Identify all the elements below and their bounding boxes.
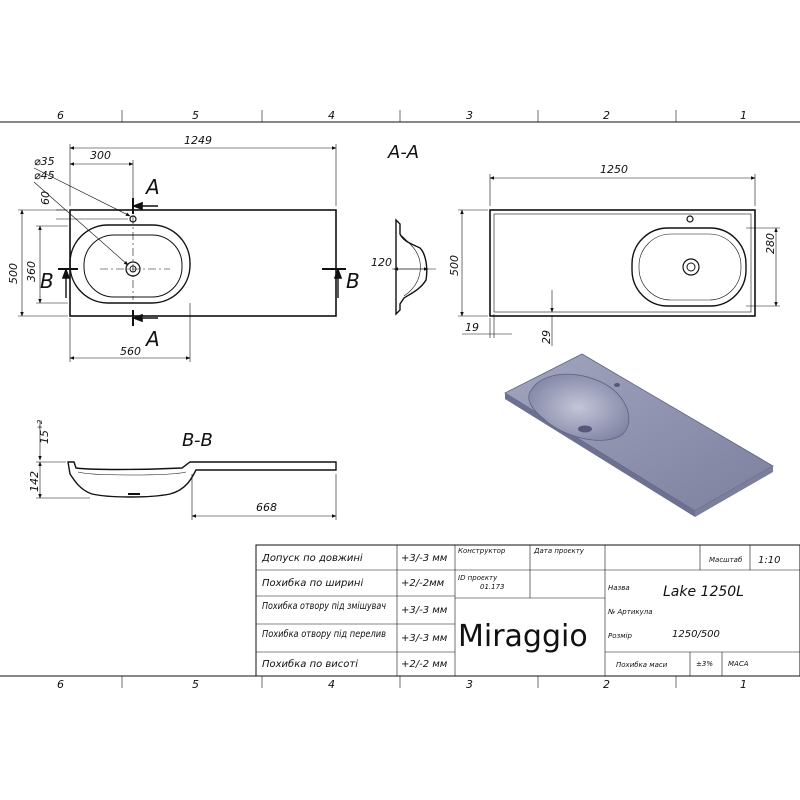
section-mark-b-right: B [346, 269, 360, 293]
dim-300: 300 [90, 149, 111, 162]
tolerance-label: Похибка отвору під змішувач [262, 600, 386, 612]
dim-60: 60 [39, 191, 52, 205]
section-mark-a-top: A [144, 175, 160, 199]
mass-error-value: ±3% [696, 660, 713, 668]
designer-label: Конструктор [458, 547, 506, 555]
bowl-outer [69, 224, 191, 304]
tap-hole-icon [686, 215, 694, 223]
mass-error-label: Похибка маси [616, 661, 668, 669]
brand-logo: Miraggio [458, 619, 588, 654]
drawing-frame [0, 110, 800, 688]
section-bb-profile [67, 461, 337, 498]
tolerance-label: Похибка по висоті [262, 658, 358, 670]
dim-diameter-35: ⌀35 [34, 155, 55, 168]
zone-label: 3 [466, 678, 473, 691]
bowl-inner-right [638, 233, 742, 301]
section-bb-title: B-B [182, 430, 213, 451]
product-name: Lake 1250L [663, 584, 744, 600]
dim-360: 360 [25, 261, 38, 282]
section-aa-profile [395, 218, 428, 316]
zone-label: 6 [57, 678, 64, 691]
size-label: Розмір [608, 632, 632, 640]
section-aa-title: A-A [387, 142, 419, 163]
title-block: Допуск по довжині +3/-3 мм Похибка по ши… [255, 544, 800, 677]
zone-label: 3 [466, 109, 473, 122]
tolerance-value: +3/-3 мм [401, 553, 448, 564]
tolerance-value: +2/-2 мм [401, 659, 448, 670]
dim-length: 1249 [184, 134, 212, 147]
dim-length-right: 1250 [600, 163, 628, 176]
zone-label: 4 [328, 109, 335, 122]
zone-label: 6 [57, 109, 64, 122]
zone-label: 5 [192, 678, 199, 691]
tolerance-value: +2/-2мм [401, 578, 445, 589]
dim-142: 142 [28, 471, 41, 492]
section-mark-a-bottom: A [144, 327, 160, 351]
zone-label: 4 [328, 678, 335, 691]
rim-inner [493, 213, 752, 313]
drain-inner-icon [686, 262, 696, 272]
zone-label: 2 [603, 109, 610, 122]
countertop-outline-right [489, 209, 756, 317]
section-bb: B-B 15+2 142 668 [28, 419, 337, 520]
mass-label: МАСА [728, 660, 749, 668]
drain-icon [682, 258, 700, 276]
sink-3d-render [504, 353, 774, 517]
zone-labels-top: 6 5 4 3 2 1 [57, 109, 747, 122]
dim-15: 15+2 [36, 419, 51, 444]
zone-labels-bottom: 6 5 4 3 2 1 [57, 678, 747, 691]
tolerance-label: Похибка отвору під перелив [262, 628, 386, 640]
zone-label: 5 [192, 109, 199, 122]
dim-500-right: 500 [448, 255, 461, 276]
size-value: 1250/500 [672, 629, 720, 640]
scale-value: 1:10 [758, 555, 780, 566]
countertop-outline [69, 209, 337, 317]
bowl-outer-right [631, 227, 747, 307]
dim-500: 500 [7, 263, 20, 284]
project-id-label: ID проєкту [458, 574, 498, 582]
dim-668: 668 [256, 501, 277, 514]
dim-diameter-45: ⌀45 [34, 169, 55, 182]
top-view: 1249 300 ⌀35 ⌀45 60 500 360 560 A [7, 134, 360, 362]
dim-19: 19 [465, 321, 479, 334]
project-date-label: Дата проєкту [533, 547, 585, 555]
section-mark-b-left: B [40, 269, 54, 293]
tolerance-value: +3/-3 мм [401, 633, 448, 644]
plan-view-right: 1250 500 280 19 29 [448, 163, 780, 346]
dim-560: 560 [120, 345, 141, 358]
zone-label: 1 [740, 678, 747, 691]
section-aa: A-A 120 [371, 142, 436, 316]
tolerance-value: +3/-3 мм [401, 605, 448, 616]
project-id-value: 01.173 [480, 583, 505, 591]
tolerance-label: Допуск по довжині [261, 552, 363, 564]
tolerance-label: Похибка по ширині [262, 577, 363, 589]
scale-label: Масштаб [709, 556, 743, 564]
dim-280: 280 [764, 233, 777, 254]
zone-label: 1 [740, 109, 747, 122]
name-label: Назва [608, 584, 630, 592]
dim-29: 29 [540, 330, 553, 344]
article-label: № Артикула [607, 608, 653, 616]
dim-120: 120 [371, 256, 392, 269]
zone-label: 2 [603, 678, 610, 691]
